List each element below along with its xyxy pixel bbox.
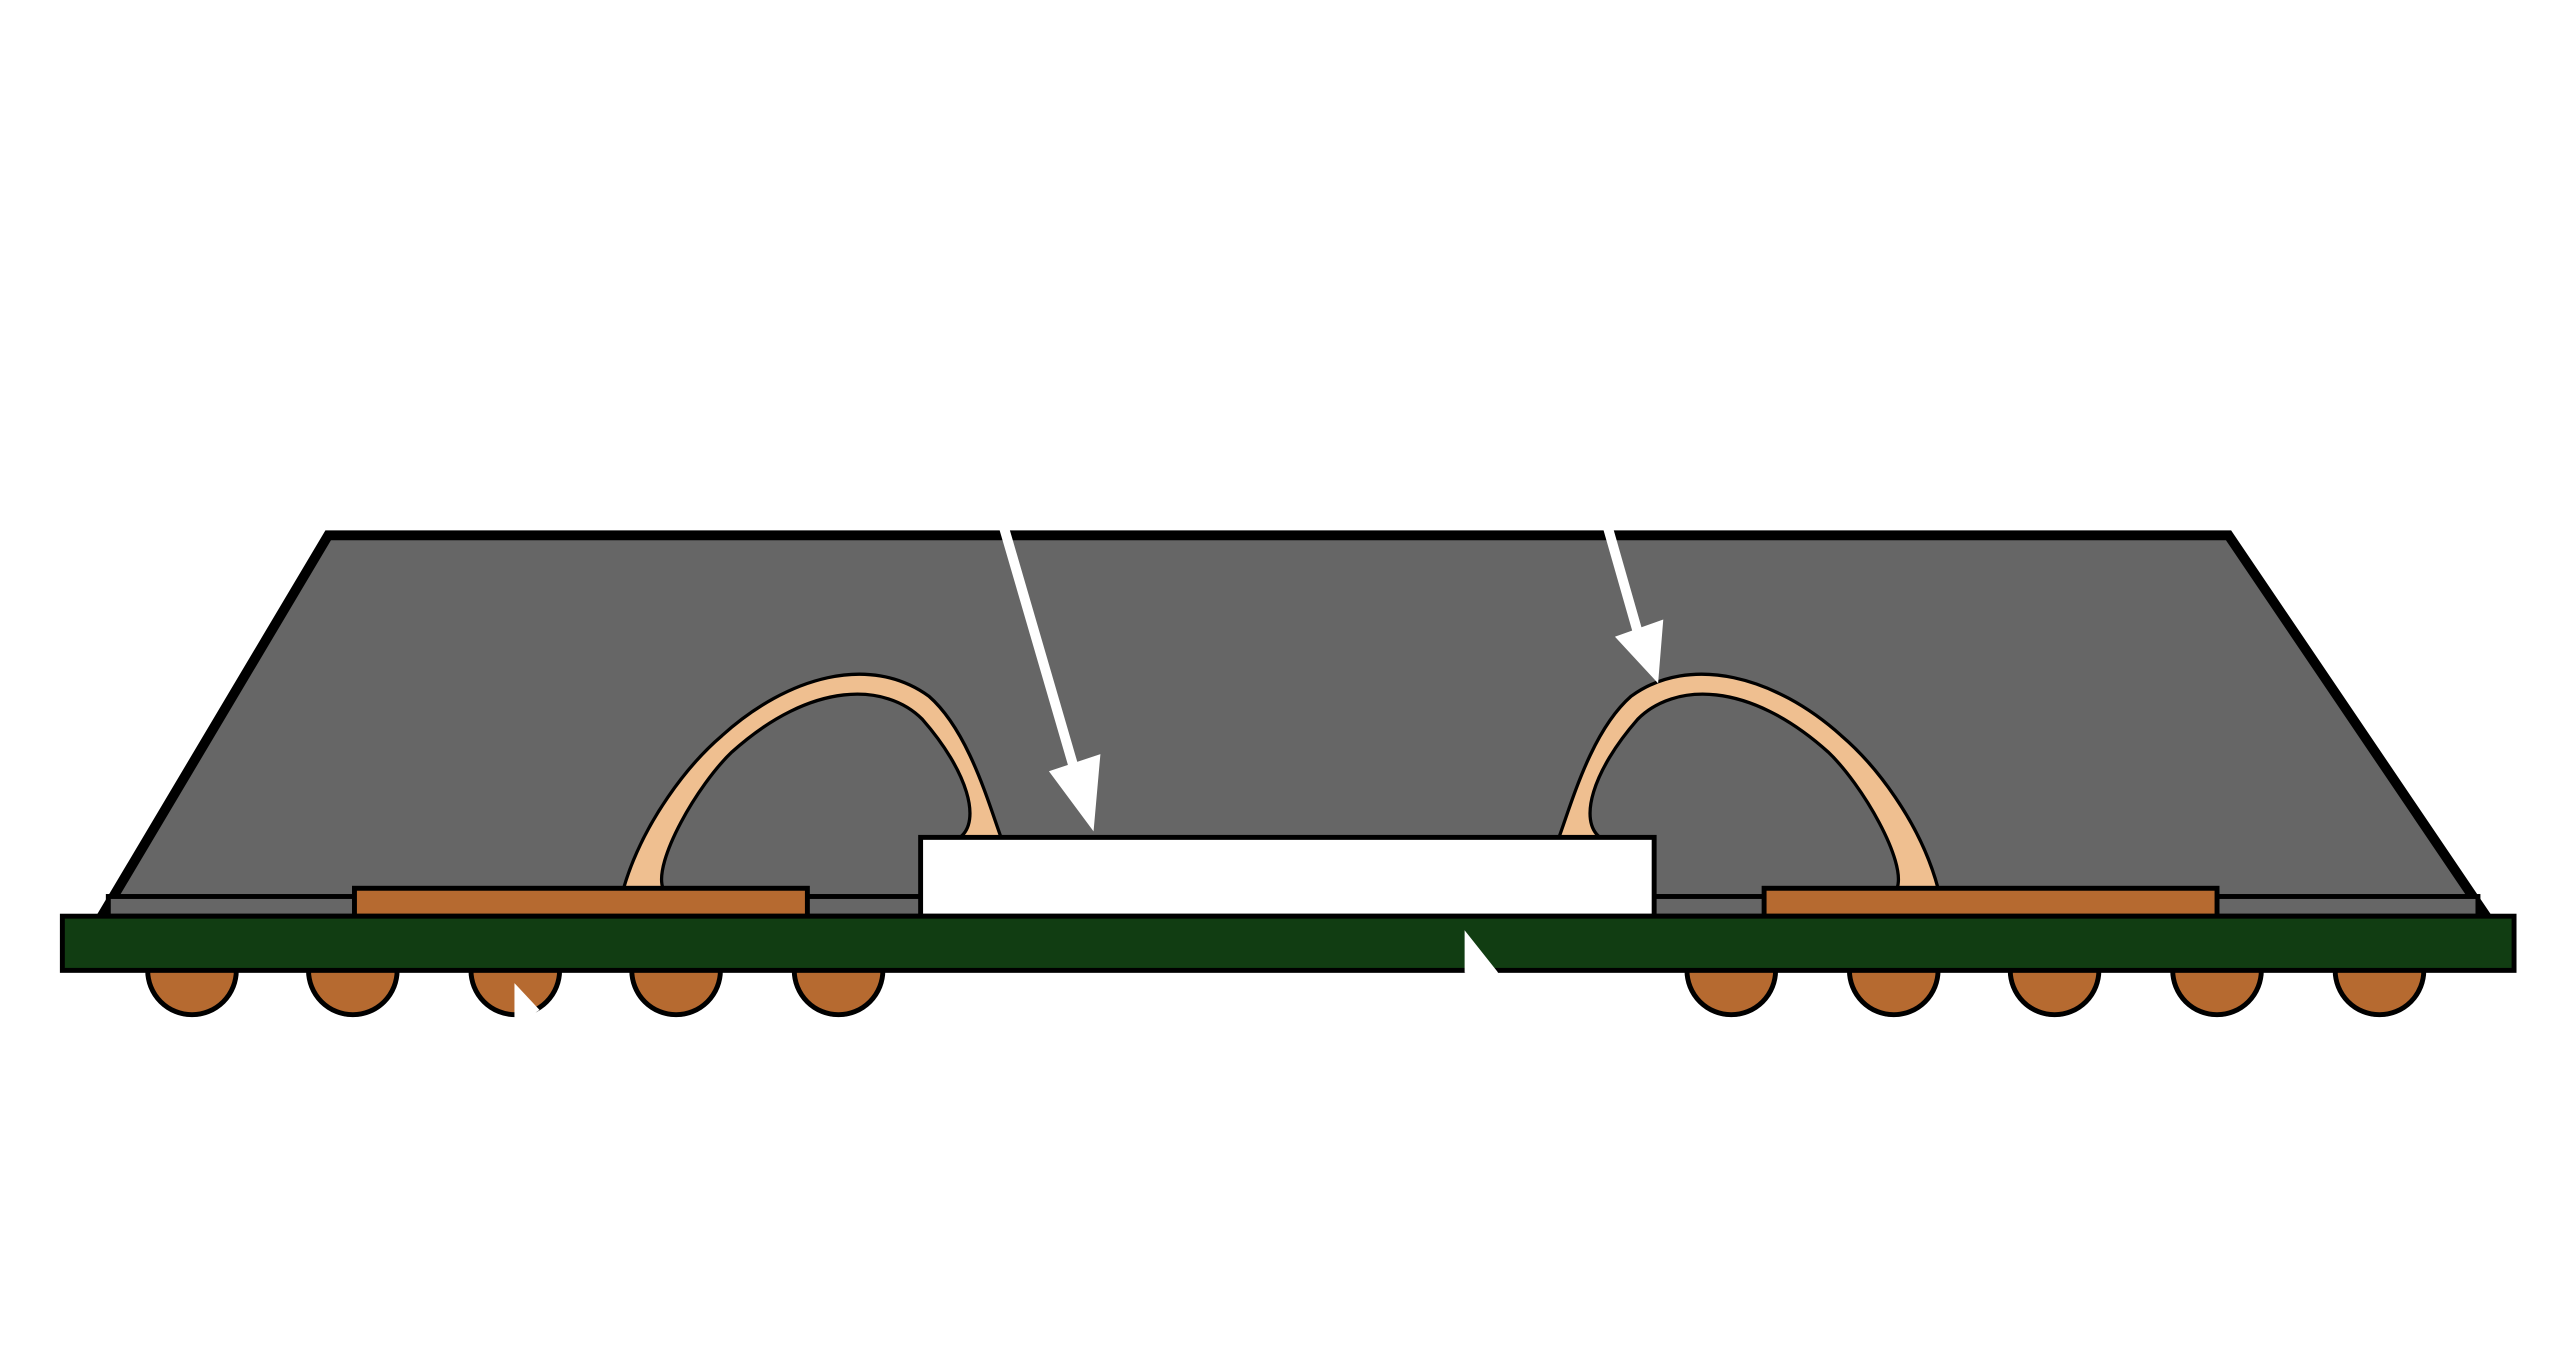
arrow-to-wire bbox=[1603, 527, 1664, 684]
bond-pad-left bbox=[352, 885, 810, 919]
arrow-to-solder-ball bbox=[514, 983, 540, 1028]
substrate bbox=[59, 913, 2517, 973]
arrow-to-substrate bbox=[1464, 930, 1509, 991]
arrow-to-die bbox=[999, 527, 1101, 832]
annotation-arrows bbox=[514, 527, 1664, 1028]
bond-pad-right bbox=[1761, 885, 2220, 919]
die bbox=[918, 834, 1657, 919]
